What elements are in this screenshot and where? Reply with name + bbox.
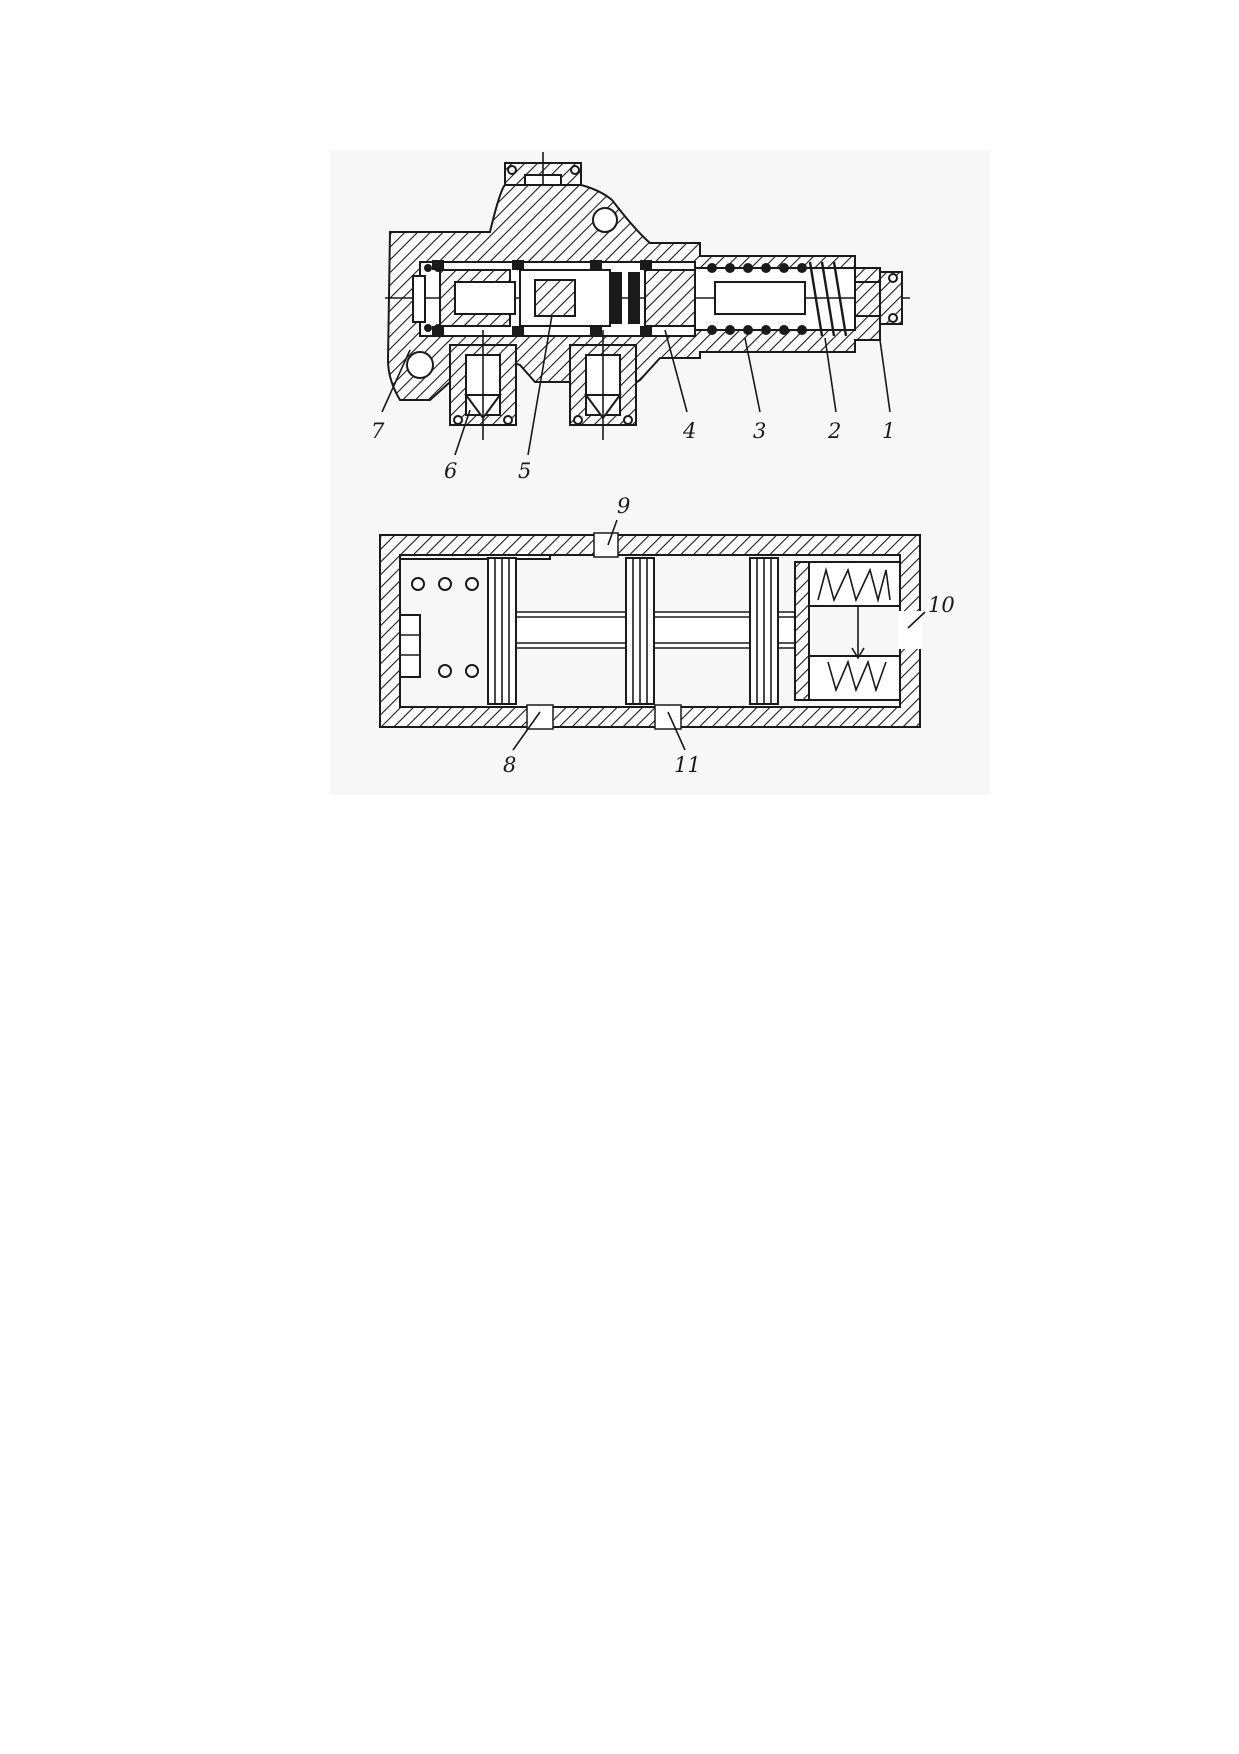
spring-large	[808, 261, 848, 337]
label-11: 11	[674, 753, 701, 777]
label-4: 4	[682, 419, 696, 443]
leader-1	[879, 339, 891, 413]
valve-cross-section: 7 6 5 4 3 2 1	[371, 152, 910, 483]
mount-hole-bottom	[406, 351, 434, 379]
port-10	[898, 611, 922, 649]
label-5: 5	[518, 459, 531, 483]
label-8: 8	[503, 753, 516, 777]
label-3: 3	[753, 419, 766, 443]
end-spring-left	[412, 264, 442, 332]
valve-schematic: 9 10 8 11	[379, 494, 955, 777]
label-1: 1	[882, 419, 895, 443]
spool-land-middle	[534, 279, 576, 317]
leader-10	[907, 611, 926, 629]
plunger	[714, 281, 806, 315]
label-6: 6	[444, 459, 457, 483]
port-11	[654, 704, 682, 730]
leader-7	[381, 349, 411, 413]
spring-chamber-bottom	[807, 655, 901, 701]
mount-hole-top	[592, 207, 618, 233]
leader-6	[454, 409, 471, 456]
leader-2	[824, 337, 837, 413]
label-2: 2	[827, 419, 841, 443]
spool-lands	[487, 557, 779, 705]
spring-zigzag-bottom	[827, 659, 887, 693]
label-7: 7	[371, 419, 385, 443]
label-9: 9	[617, 494, 630, 518]
spring-chamber-top	[807, 561, 901, 607]
label-10: 10	[928, 593, 955, 617]
leader-5	[527, 314, 553, 456]
spool-land-right	[644, 269, 696, 327]
leader-3	[744, 337, 761, 413]
leader-9	[607, 519, 618, 546]
spring-small	[707, 263, 807, 335]
leader-8	[512, 711, 541, 751]
spring-zigzag-top	[817, 566, 891, 604]
port-9	[593, 532, 619, 558]
leader-11	[667, 711, 686, 751]
leader-4	[664, 329, 688, 413]
spring-coils-left	[399, 577, 479, 678]
